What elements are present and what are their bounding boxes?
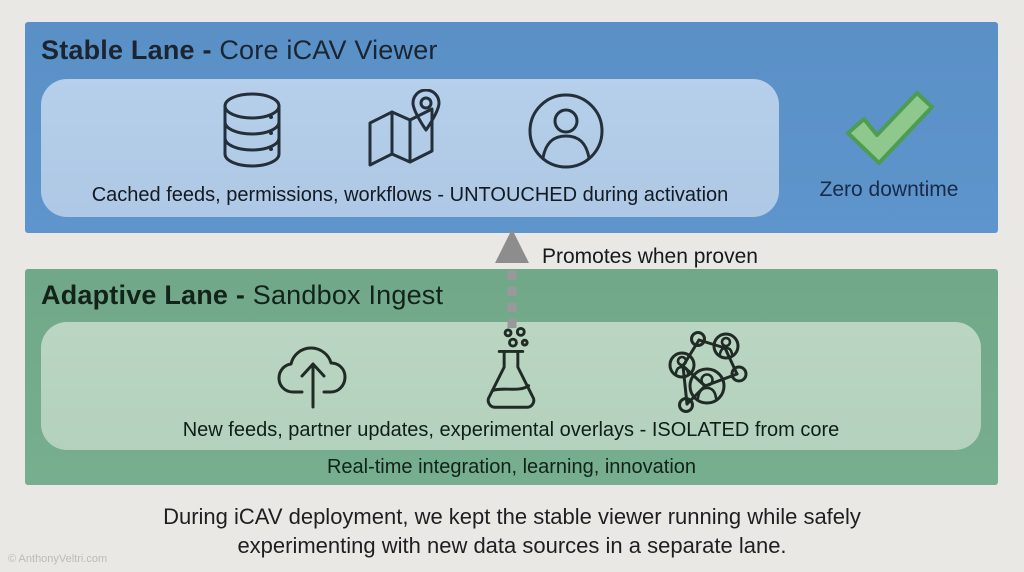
flask-icon [477, 326, 545, 418]
zero-downtime-label: Zero downtime [819, 178, 959, 201]
stable-lane-title-bold: Stable Lane - [41, 35, 212, 65]
stable-lane-title: Stable Lane - Core iCAV Viewer [41, 35, 438, 66]
dashed-up-arrow-icon [492, 229, 532, 333]
adaptive-lane-title: Adaptive Lane - Sandbox Ingest [41, 280, 443, 311]
adaptive-lane-caption: New feeds, partner updates, experimental… [182, 419, 840, 441]
adaptive-lane-content-card: New feeds, partner updates, experimental… [41, 322, 981, 450]
stable-lane-content-card: Cached feeds, permissions, workflows - U… [41, 79, 779, 217]
footer-line-1: During iCAV deployment, we kept the stab… [163, 504, 861, 529]
stable-icon-row [41, 89, 779, 173]
checkmark-icon [794, 88, 984, 168]
stable-lane-panel: Stable Lane - Core iCAV Viewer [25, 22, 998, 233]
footer-line-2: experimenting with new data sources in a… [237, 533, 787, 558]
network-people-icon [663, 328, 751, 416]
adaptive-lane-title-bold: Adaptive Lane - [41, 280, 246, 310]
adaptive-icon-row [41, 326, 981, 418]
cloud-upload-icon [271, 331, 359, 413]
adaptive-lane-subcaption: Real-time integration, learning, innovat… [326, 456, 697, 478]
watermark-credit: © AnthonyVeltri.com [8, 553, 108, 565]
zero-downtime-badge: Zero downtime [794, 88, 984, 202]
adaptive-lane-title-regular: Sandbox Ingest [252, 280, 444, 310]
promotes-when-proven-label: Promotes when proven [542, 245, 758, 268]
database-icon [214, 90, 290, 172]
stable-lane-caption: Cached feeds, permissions, workflows - U… [91, 184, 729, 206]
stable-lane-title-regular: Core iCAV Viewer [219, 35, 438, 65]
user-icon [526, 91, 606, 171]
footer-summary: During iCAV deployment, we kept the stab… [0, 502, 1024, 560]
map-pin-icon [366, 89, 450, 173]
